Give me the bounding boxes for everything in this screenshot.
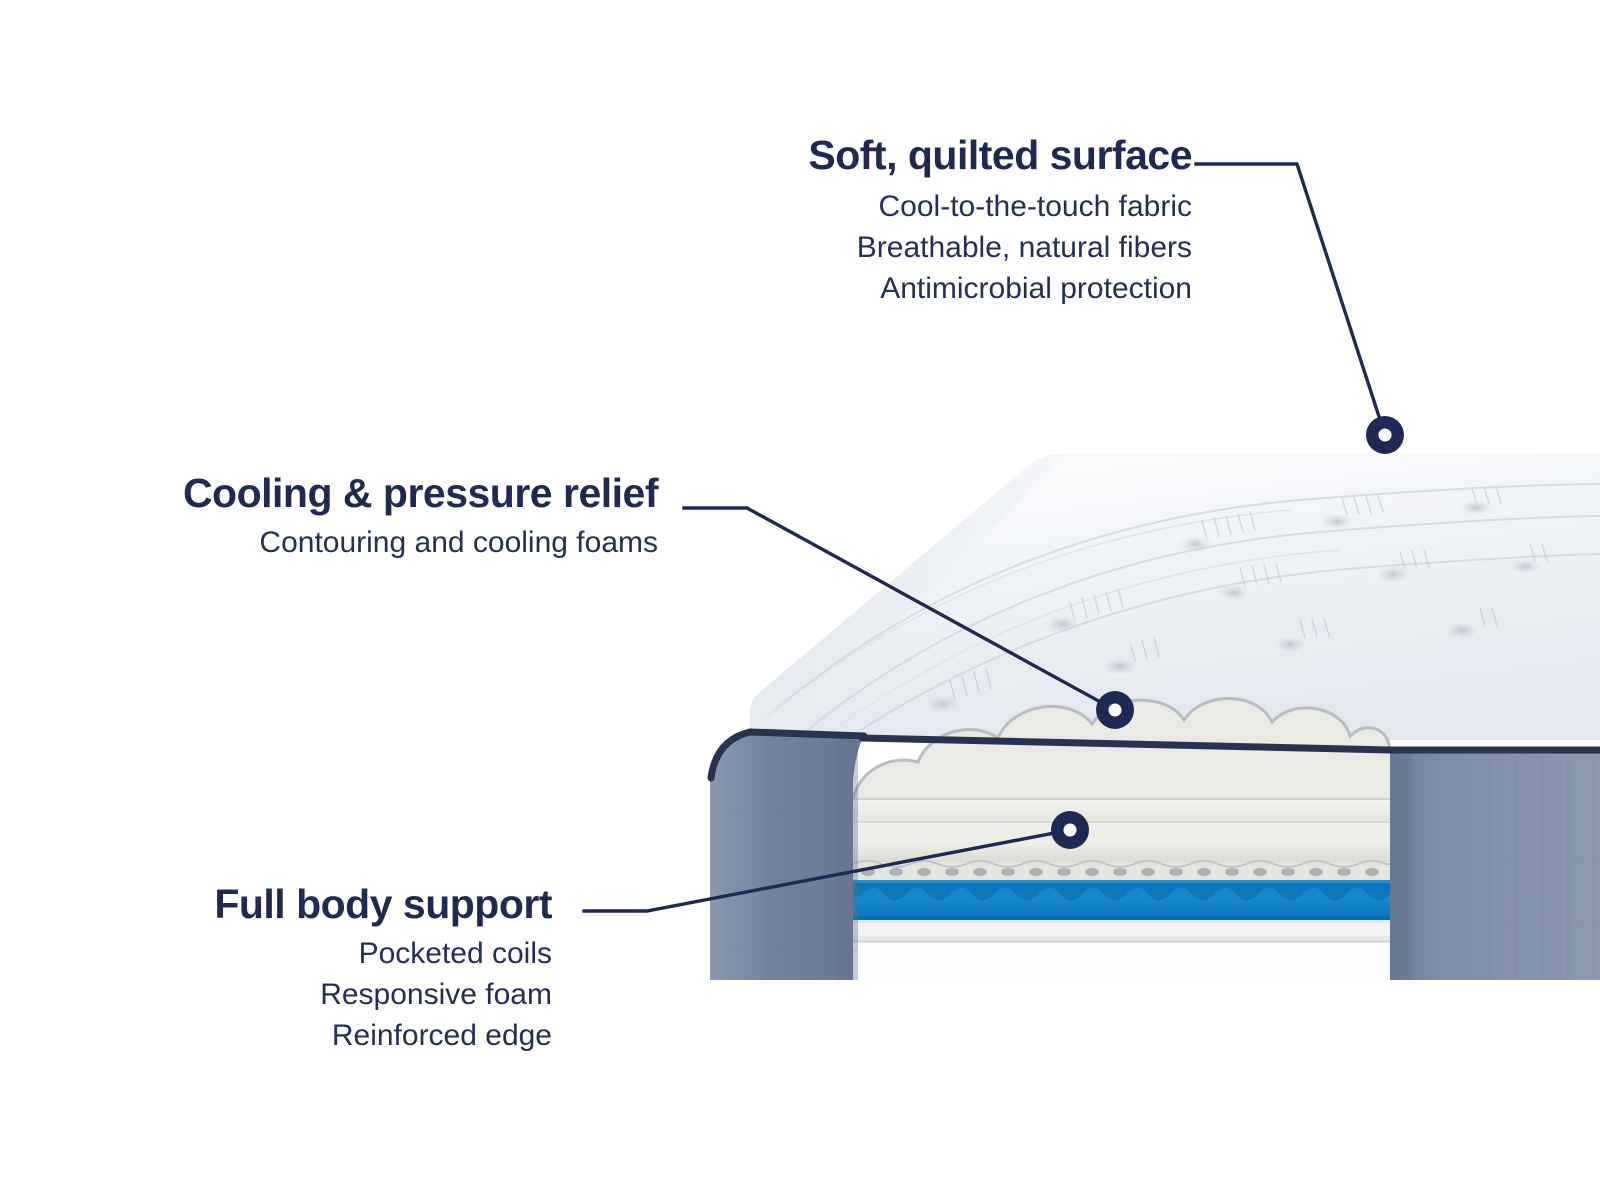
callout-headline-support: Full body support [214,881,552,927]
edge-piping [707,728,1600,782]
foam-cutaway-stack [851,697,1392,944]
callout-subline-surface-3: Antimicrobial protection [880,271,1192,305]
callout-subline-support-2: Responsive foam [320,977,552,1011]
callout-subline-support-3: Reinforced edge [331,1018,552,1052]
callout-headline-cooling: Cooling & pressure relief [182,470,659,516]
callout-subline-cooling-1: Contouring and cooling foams [259,526,658,560]
callout-subline-support-1: Pocketed coils [358,937,552,971]
mattress-illustration [707,454,1600,980]
callout-full-body-support: Full body support Pocketed coils Respons… [0,881,552,1056]
quilted-top-surface [750,454,1600,740]
callout-soft-quilted-surface: Soft, quilted surface Cool-to-the-touch … [0,132,1192,309]
callout-subline-surface-2: Breathable, natural fibers [856,230,1192,264]
callout-headline-surface: Soft, quilted surface [808,132,1192,178]
callout-subline-surface-1: Cool-to-the-touch fabric [878,190,1192,224]
callout-cooling-pressure-relief: Cooling & pressure relief Contouring and… [0,470,659,564]
pocketed-coil-unit [853,943,1390,980]
